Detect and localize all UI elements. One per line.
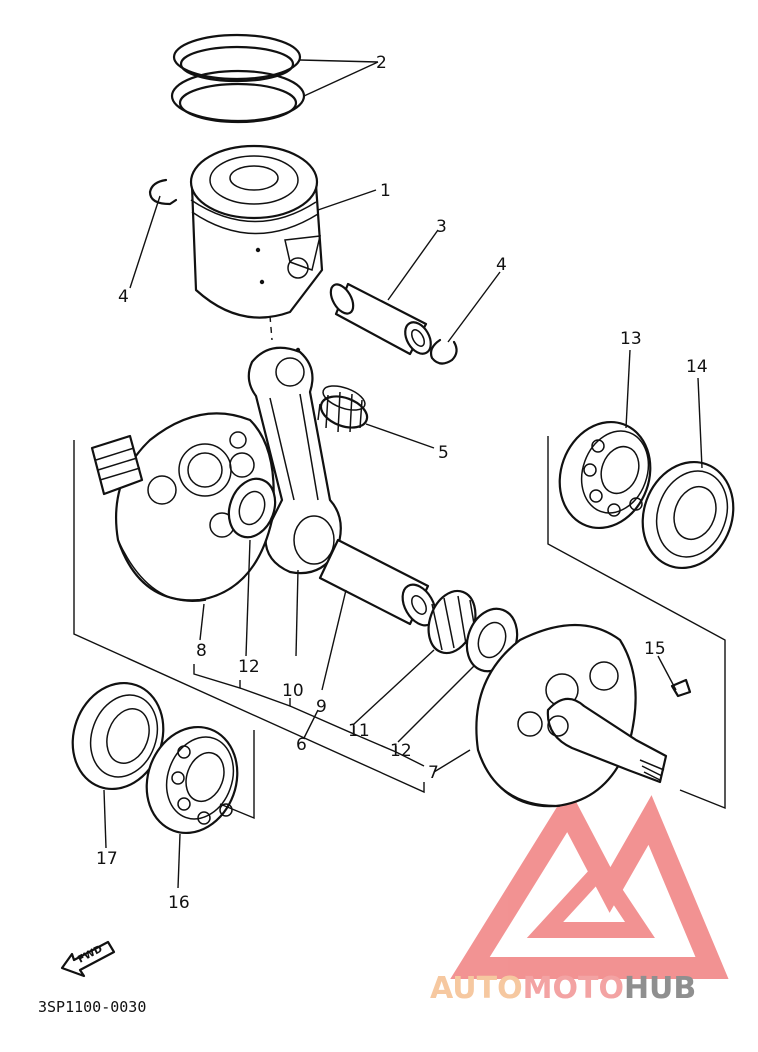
watermark-hub: HUB bbox=[624, 971, 696, 1006]
bearing-13 bbox=[558, 420, 652, 530]
watermark-moto: MOTO bbox=[523, 971, 624, 1006]
callout-5: 5 bbox=[438, 443, 449, 463]
callout-16: 16 bbox=[168, 893, 190, 913]
callout-10: 10 bbox=[282, 681, 304, 701]
circlip-left bbox=[148, 178, 178, 206]
crankshaft-left bbox=[90, 412, 275, 602]
callout-3: 3 bbox=[436, 217, 447, 237]
callout-11: 11 bbox=[348, 721, 370, 741]
crank-pin bbox=[318, 538, 437, 627]
callout-1: 1 bbox=[380, 181, 391, 201]
leader-lines bbox=[103, 59, 703, 889]
callout-14: 14 bbox=[686, 357, 708, 377]
callout-2: 2 bbox=[376, 53, 387, 73]
fwd-arrow-icon: FWD bbox=[60, 940, 116, 978]
small-end-bearing bbox=[317, 385, 369, 433]
callout-labels: 2 1 3 4 4 5 13 14 15 8 12 10 9 6 11 12 7… bbox=[96, 53, 708, 913]
assembly-brackets bbox=[73, 436, 726, 820]
diagram-code: 3SP1100-0030 bbox=[38, 998, 146, 1016]
callout-17: 17 bbox=[96, 849, 118, 869]
oil-seal-14 bbox=[641, 460, 735, 570]
callout-7: 7 bbox=[428, 763, 439, 783]
bearing-16 bbox=[145, 725, 239, 835]
crankshaft-right bbox=[475, 624, 668, 808]
callout-12-right: 12 bbox=[390, 741, 412, 761]
callout-12-left: 12 bbox=[238, 657, 260, 677]
watermark-text: AUTOMOTOHUB bbox=[430, 971, 696, 1006]
callout-9: 9 bbox=[316, 697, 327, 717]
callout-13: 13 bbox=[620, 329, 642, 349]
watermark-logo bbox=[450, 787, 729, 979]
callout-15: 15 bbox=[644, 639, 666, 659]
watermark-auto: AUTO bbox=[430, 971, 523, 1006]
woodruff-key bbox=[670, 678, 692, 698]
callout-4-right: 4 bbox=[496, 255, 507, 275]
piston-pin bbox=[329, 282, 432, 356]
washer-left bbox=[227, 477, 277, 539]
oil-seal-17 bbox=[71, 681, 165, 791]
callout-8: 8 bbox=[196, 641, 207, 661]
circlip-right bbox=[429, 338, 458, 365]
callout-4-left: 4 bbox=[118, 287, 129, 307]
piston bbox=[189, 144, 324, 341]
callout-6: 6 bbox=[296, 735, 307, 755]
svg-text:AUTOMOTOHUB: AUTOMOTOHUB bbox=[430, 971, 696, 1006]
piston-rings bbox=[170, 33, 306, 124]
